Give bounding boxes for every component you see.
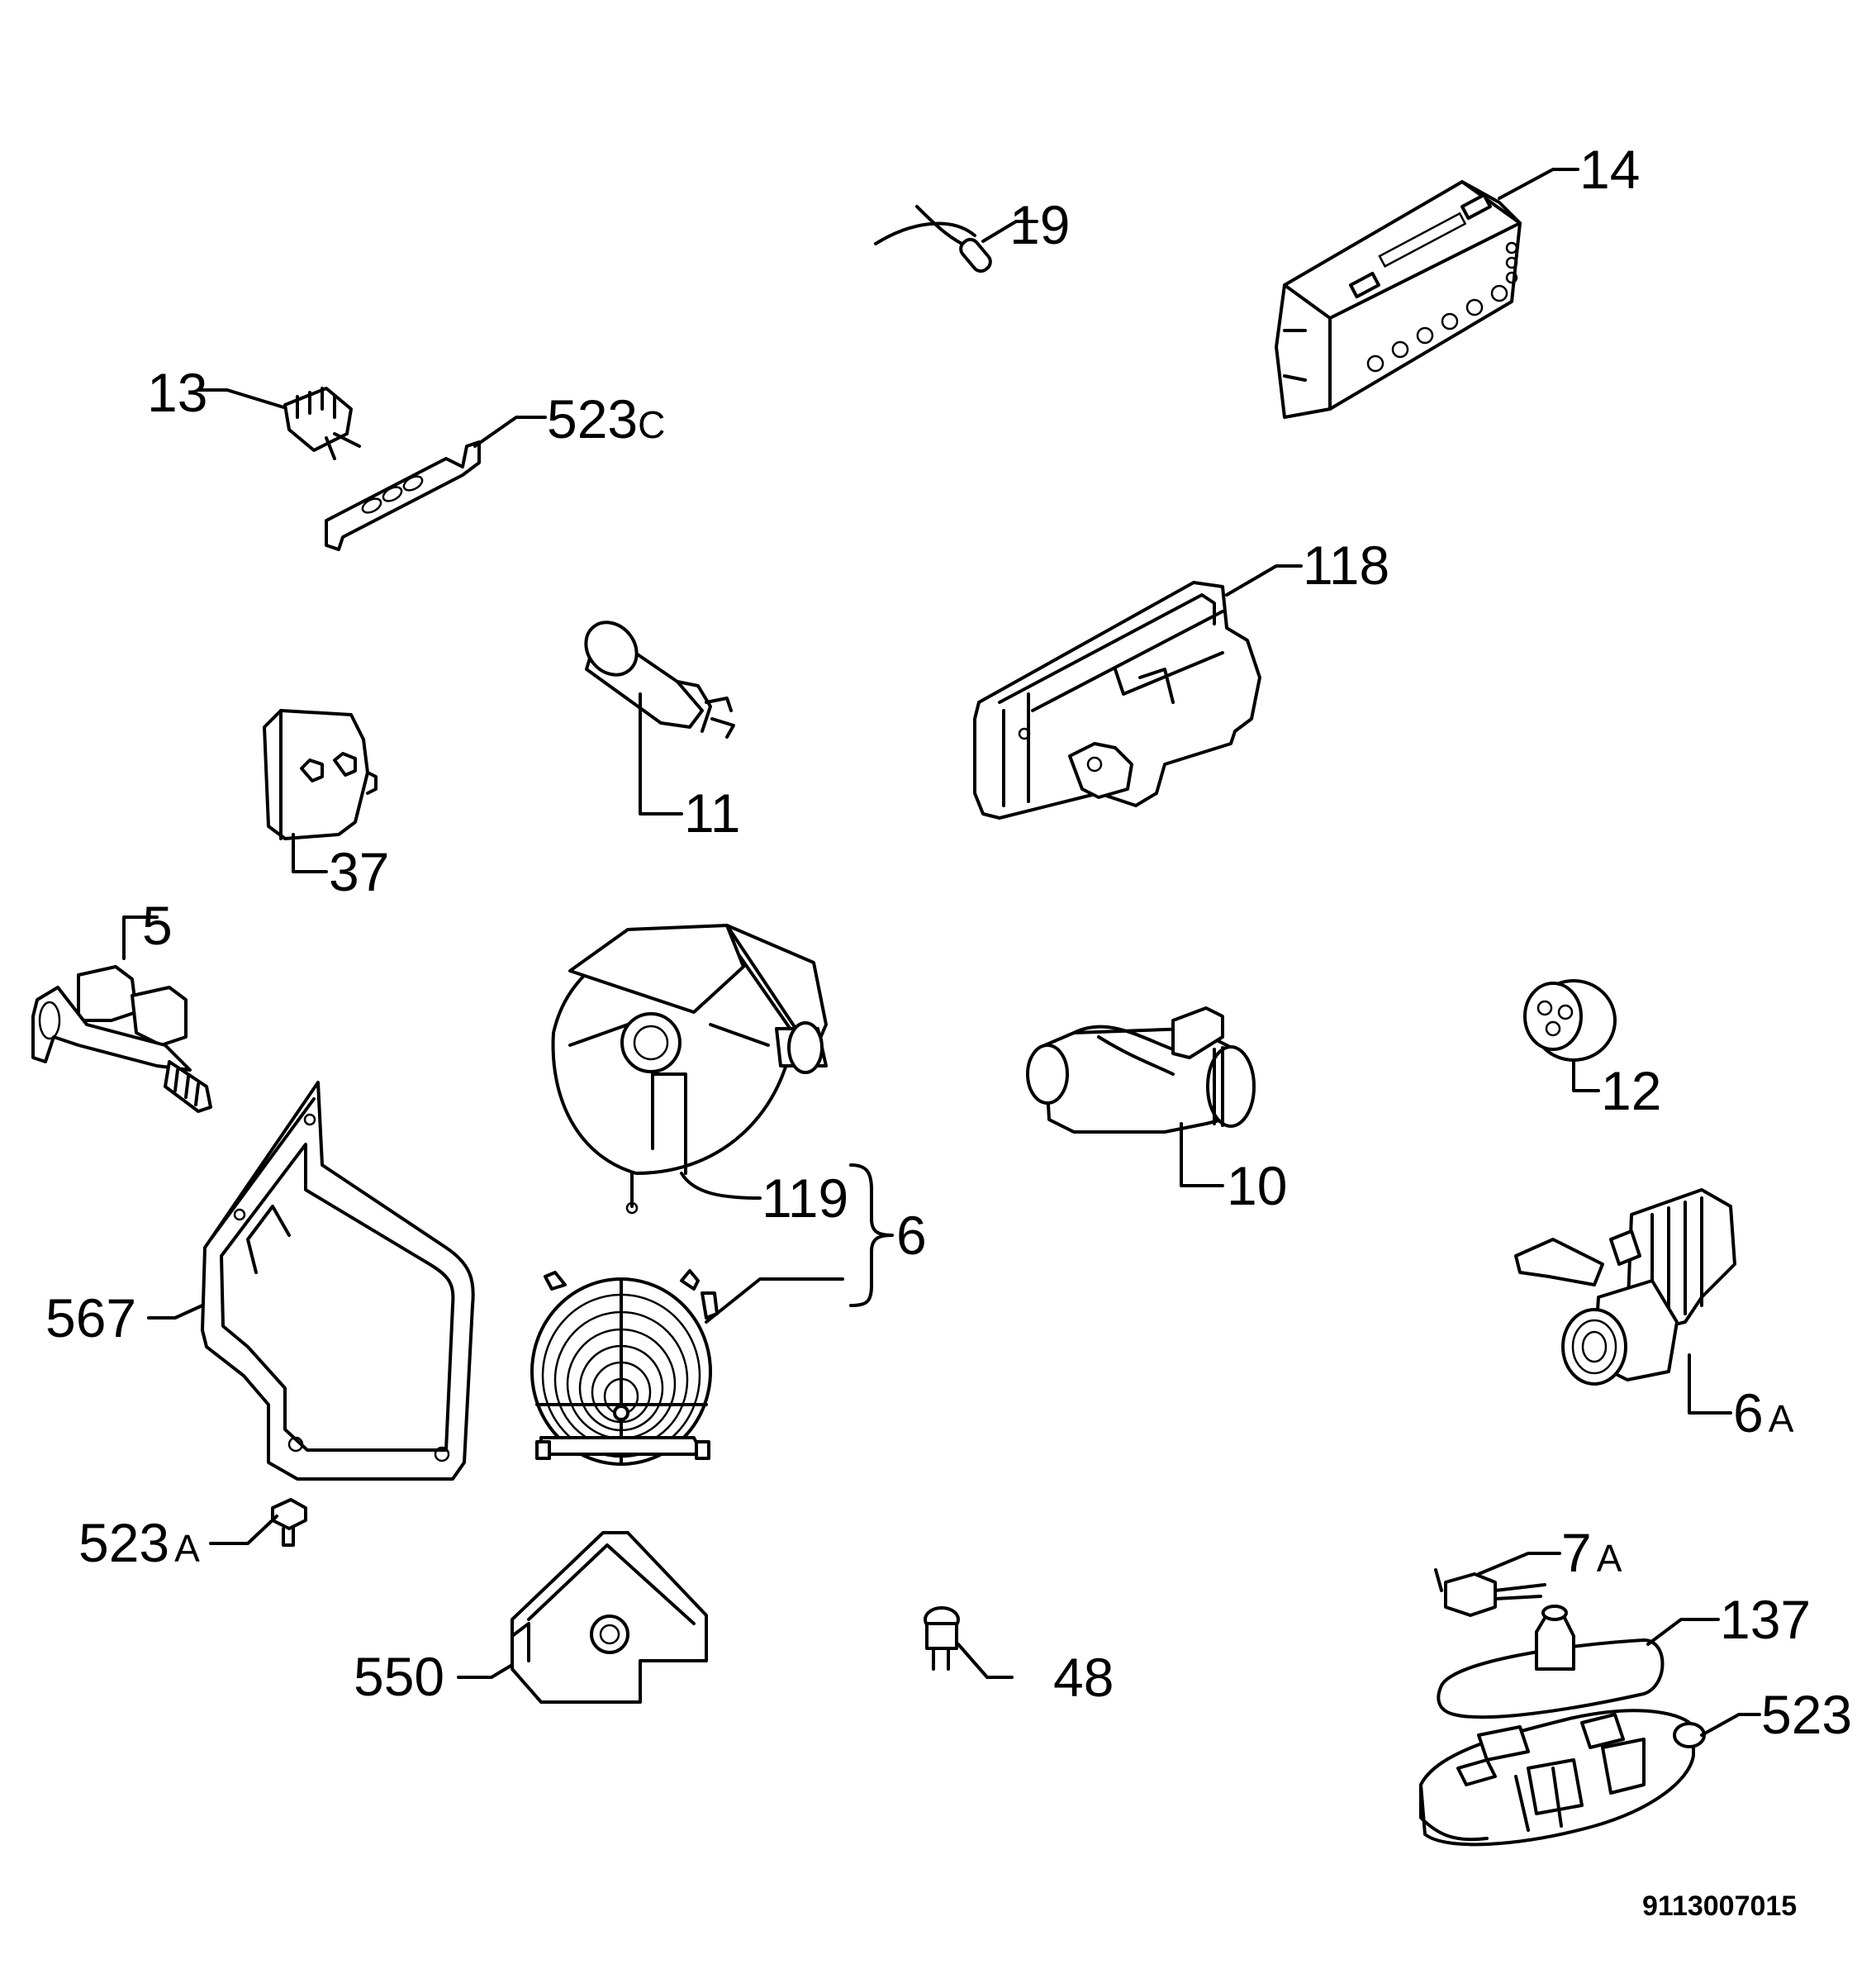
part-13-switch <box>197 387 361 460</box>
group-brace-6 <box>849 1163 894 1307</box>
callout-6: 6 <box>896 1205 927 1266</box>
part-6-pump-motor <box>530 1269 844 1466</box>
part-48-button <box>924 1606 1014 1679</box>
part-118-dispenser <box>973 564 1303 820</box>
part-567-cover <box>147 1081 475 1481</box>
callout-12: 12 <box>1601 1060 1661 1121</box>
drawing-code: 9113007015 <box>1642 1890 1797 1922</box>
callout-13: 13 <box>147 362 207 423</box>
part-550-cap <box>457 1531 708 1704</box>
part-11-capacitor <box>584 621 735 816</box>
callout-119: 119 <box>762 1167 848 1229</box>
callout-550: 550 <box>354 1646 444 1707</box>
callout-137: 137 <box>1720 1589 1811 1650</box>
part-10-heater <box>1026 1006 1256 1187</box>
part-523a-screw <box>209 1498 307 1547</box>
part-5-inlet-valve <box>31 915 212 1113</box>
callout-523: 523 <box>1761 1684 1852 1745</box>
callout-37: 37 <box>329 841 389 902</box>
part-7a-level-switch <box>1434 1552 1561 1617</box>
part-119-pump-housing <box>551 924 828 1215</box>
part-523-sump-base <box>1419 1709 1761 1847</box>
callout-567: 567 <box>45 1287 136 1348</box>
callout-19: 19 <box>1009 194 1070 255</box>
part-37-suppressor <box>263 709 378 873</box>
part-137-sump-lid <box>1437 1605 1720 1719</box>
part-523c-bracket <box>325 416 547 551</box>
callout-5: 5 <box>142 895 173 956</box>
part-14-electronic-module <box>1275 168 1579 419</box>
part-6a-drain-pump <box>1514 1188 1736 1415</box>
callout-118: 118 <box>1303 535 1389 596</box>
callout-14: 14 <box>1579 139 1640 200</box>
part-12-cap <box>1523 979 1617 1092</box>
callout-10: 10 <box>1227 1155 1287 1216</box>
callout-11: 11 <box>684 782 741 844</box>
part-19-sensor <box>874 205 1038 273</box>
callout-48: 48 <box>1053 1647 1114 1708</box>
callout-523c: 523C <box>547 388 665 449</box>
